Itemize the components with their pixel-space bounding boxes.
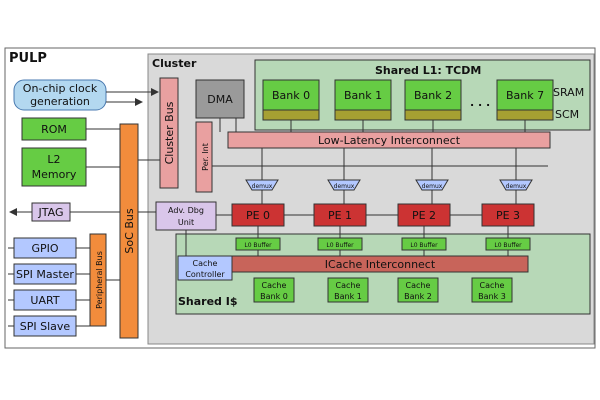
adv-dbg-unit: [155, 201, 217, 231]
cluster-bus: [159, 77, 179, 189]
cache-controller-label-2: Controller: [185, 270, 225, 279]
scm-label: SCM: [555, 108, 579, 121]
peripheral-bus-label: Peripheral Bus: [95, 251, 104, 309]
low-latency-interconnect: [227, 131, 551, 149]
demux-3-label: demux: [506, 183, 527, 190]
l2-label-1: L2: [47, 153, 60, 166]
uart-label: UART: [30, 294, 59, 307]
low-latency-interconnect-label: Low-Latency Interconnect: [318, 134, 461, 147]
bank-1: Bank 1: [334, 79, 392, 121]
bank-0-label: Bank 0: [272, 89, 310, 102]
demux-3: demux: [499, 179, 533, 191]
pe-2: PE 2: [397, 203, 451, 227]
demux-2: demux: [415, 179, 449, 191]
pe-2-label: PE 2: [412, 209, 436, 222]
spi-master-label: SPI Master: [16, 268, 74, 281]
l2-label-2: Memory: [32, 168, 77, 181]
cache-bank-3-label-1: Cache: [480, 281, 505, 290]
sram-label: SRAM: [553, 86, 584, 99]
cache-bank-0-label-2: Bank 0: [260, 292, 288, 301]
cache-bank-1-label-1: Cache: [336, 281, 361, 290]
demux-1-label: demux: [334, 183, 355, 190]
soc-bus-label: SoC Bus: [123, 208, 136, 253]
demux-0-label: demux: [252, 183, 273, 190]
soc-bus: [119, 123, 139, 339]
demux-1: demux: [327, 179, 361, 191]
bank-2: Bank 2: [404, 79, 462, 121]
pe-0-label: PE 0: [246, 209, 270, 222]
per-int: [195, 121, 213, 193]
cache-bank-2-label-1: Cache: [406, 281, 431, 290]
bank-7-label: Bank 7: [506, 89, 544, 102]
cache-controller-label-1: Cache: [193, 259, 218, 268]
bank-1-label: Bank 1: [344, 89, 382, 102]
io-arrows: [8, 247, 14, 327]
pe-3: PE 3: [481, 203, 535, 227]
bank-7: Bank 7: [496, 79, 554, 121]
bank-0: Bank 0: [262, 79, 320, 121]
tcdm-label: Shared L1: TCDM: [375, 64, 481, 77]
dma-block: [195, 79, 245, 119]
jtag-label: JTAG: [38, 206, 64, 219]
cache-bank-2: Cache Bank 2: [397, 277, 439, 303]
cache-bank-1: Cache Bank 1: [327, 277, 369, 303]
icache-interconnect-label: ICache Interconnect: [325, 258, 436, 271]
demux-links: [212, 148, 548, 204]
l0-buffer-1-label: L0 Buffer: [326, 242, 354, 249]
dma-label: DMA: [207, 93, 233, 106]
spi-slave-label: SPI Slave: [20, 320, 71, 333]
clock-label-2: generation: [30, 95, 90, 108]
per-int-label: Per. Int: [201, 143, 210, 171]
bank-ellipsis: . . .: [470, 96, 490, 109]
cache-bank-2-label-2: Bank 2: [404, 292, 432, 301]
l0-buffer-0-label: L0 Buffer: [244, 242, 272, 249]
adv-dbg-label-2: Unit: [178, 218, 194, 227]
gpio-block: GPIO: [13, 237, 90, 259]
cache-bank-1-label-2: Bank 1: [334, 292, 362, 301]
pulp-label: PULP: [9, 51, 47, 66]
clock-generation: [13, 79, 107, 111]
rom-label: ROM: [41, 123, 67, 136]
cluster-bus-label: Cluster Bus: [163, 101, 176, 164]
l2-memory-block: [21, 147, 87, 187]
cache-controller: [177, 255, 233, 281]
spi-slave-block: SPI Slave: [13, 315, 90, 337]
pe-1-label: PE 1: [328, 209, 352, 222]
pe-3-label: PE 3: [496, 209, 520, 222]
shared-icache-label: Shared I$: [178, 295, 238, 308]
l0-buffer-2-label: L0 Buffer: [410, 242, 438, 249]
cache-bank-3: Cache Bank 3: [471, 277, 513, 303]
pe-0: PE 0: [231, 203, 285, 227]
pe-l0-links: [257, 226, 509, 256]
cache-bank-0: Cache Bank 0: [253, 277, 295, 303]
bank-2-label: Bank 2: [414, 89, 452, 102]
clock-label-1: On-chip clock: [23, 82, 98, 95]
l0-buffers: L0 Buffer L0 Buffer L0 Buffer L0 Buffer: [235, 237, 531, 251]
adv-dbg-label-1: Adv. Dbg: [168, 206, 204, 215]
cache-bank-3-label-2: Bank 3: [478, 292, 506, 301]
gpio-label: GPIO: [31, 242, 58, 255]
demux-0: demux: [245, 179, 279, 191]
demux-2-label: demux: [422, 183, 443, 190]
cache-bank-0-label-1: Cache: [262, 281, 287, 290]
bank-links: [290, 120, 526, 132]
pe-1: PE 1: [313, 203, 367, 227]
cluster-label: Cluster: [152, 57, 197, 70]
l0-buffer-3-label: L0 Buffer: [494, 242, 522, 249]
